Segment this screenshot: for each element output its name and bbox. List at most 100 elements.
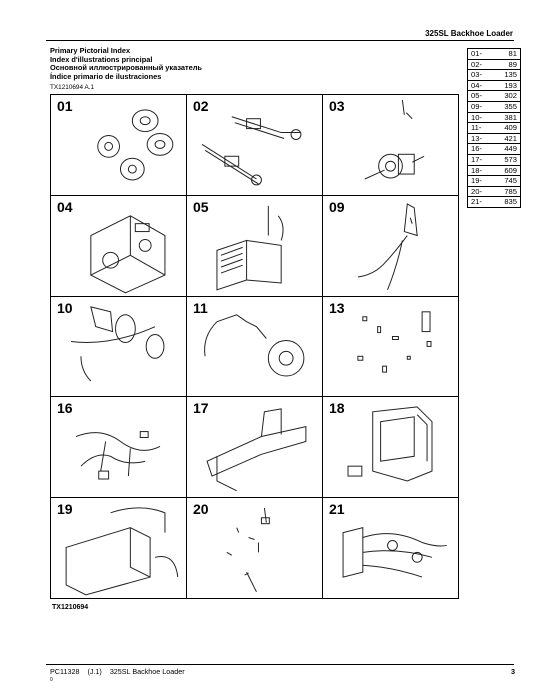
cell-number: 16 bbox=[57, 400, 73, 417]
wheels-illustration bbox=[97, 109, 174, 181]
index-page: 573 bbox=[504, 154, 517, 164]
document-title: 325SL Backhoe Loader bbox=[425, 29, 513, 38]
index-cell-11[interactable]: 11 bbox=[187, 296, 323, 398]
hydraulic-fittings-illustration bbox=[226, 508, 270, 593]
footer-sub: 0 bbox=[50, 677, 53, 683]
cell-number: 01 bbox=[57, 98, 73, 114]
index-row[interactable]: 19- 745 bbox=[468, 175, 520, 186]
index-page: 193 bbox=[504, 80, 517, 90]
index-cell-13[interactable]: 13 bbox=[323, 296, 459, 398]
cooling-illustration bbox=[216, 205, 284, 291]
brakes-illustration bbox=[71, 305, 165, 381]
hood-illustration bbox=[65, 507, 179, 596]
index-row[interactable]: 05-302 bbox=[468, 90, 520, 101]
index-row[interactable]: 17- 573 bbox=[468, 153, 520, 165]
index-row[interactable]: 10- 381 bbox=[468, 111, 520, 123]
header-divider bbox=[46, 40, 514, 41]
reference-code: TX1210694 A.1 bbox=[50, 84, 95, 91]
footer-divider bbox=[46, 664, 514, 665]
index-section: 21- bbox=[471, 197, 482, 207]
index-page: 609 bbox=[504, 165, 517, 175]
index-row[interactable]: 21- 835 bbox=[468, 196, 520, 207]
index-row[interactable]: 16- 449 bbox=[468, 143, 520, 154]
title-spanish: Índice primario de ilustraciones bbox=[50, 71, 162, 81]
index-row[interactable]: 04- 193 bbox=[468, 79, 520, 91]
index-row[interactable]: 09- 355 bbox=[468, 100, 520, 112]
sensors-illustration bbox=[357, 310, 432, 373]
cell-number: 17 bbox=[193, 400, 209, 417]
index-page: 409 bbox=[504, 123, 517, 133]
index-cell-19[interactable]: 19 bbox=[51, 498, 187, 599]
index-page: 449 bbox=[504, 144, 517, 154]
index-cell-21[interactable]: 21 bbox=[323, 498, 459, 599]
index-cell-04[interactable]: 04 bbox=[51, 195, 187, 297]
title-english: Primary Pictorial Index bbox=[50, 46, 131, 55]
cell-number: 11 bbox=[193, 299, 208, 316]
index-cell-20[interactable]: 20 bbox=[187, 498, 323, 599]
electrical-harness-illustration bbox=[75, 431, 161, 480]
transmission-illustration bbox=[364, 99, 425, 180]
index-cell-02[interactable]: 02 bbox=[187, 95, 323, 196]
footer-code: PC11328 bbox=[50, 667, 80, 676]
cell-number: 21 bbox=[329, 501, 345, 518]
index-section: 03- bbox=[471, 70, 482, 80]
index-row[interactable]: 11-409 bbox=[468, 122, 520, 133]
cell-number: 13 bbox=[329, 299, 345, 316]
index-section: 18- bbox=[471, 165, 482, 175]
index-section: 04- bbox=[471, 80, 482, 90]
steering-illustration bbox=[357, 202, 418, 290]
page-number: 3 bbox=[511, 667, 515, 676]
index-section: 16- bbox=[471, 144, 482, 154]
index-row[interactable]: 18- 609 bbox=[468, 164, 520, 176]
index-section: 09- bbox=[471, 101, 482, 111]
index-row[interactable]: 01- 81 bbox=[468, 49, 520, 59]
index-cell-01[interactable]: 01 bbox=[51, 95, 187, 196]
index-section: 13- bbox=[471, 133, 482, 143]
footer-info: PC11328 (J.1) 325SL Backhoe Loader bbox=[50, 667, 191, 676]
index-cell-09[interactable]: 09 bbox=[323, 195, 459, 297]
index-row[interactable]: 03- 135 bbox=[468, 69, 520, 80]
cell-number: 19 bbox=[57, 501, 73, 518]
index-cell-03[interactable]: 03 bbox=[323, 95, 459, 196]
cell-number: 05 bbox=[193, 198, 209, 215]
index-section: 05- bbox=[471, 91, 482, 101]
index-cell-17[interactable]: 17 bbox=[187, 397, 323, 499]
cell-number: 18 bbox=[329, 400, 345, 417]
index-page: 355 bbox=[504, 101, 517, 111]
index-page: 135 bbox=[504, 70, 517, 80]
index-row[interactable]: 13-421 bbox=[468, 132, 520, 144]
footer-revision: (J.1) bbox=[87, 667, 102, 676]
cell-number: 09 bbox=[329, 198, 345, 215]
index-page: 835 bbox=[504, 197, 517, 207]
cell-number: 03 bbox=[329, 98, 345, 114]
index-row[interactable]: 20- 785 bbox=[468, 185, 520, 197]
cell-number: 04 bbox=[57, 198, 73, 215]
pto-illustration bbox=[204, 313, 305, 377]
title-russian: Основной иллюстрированный указатель bbox=[50, 63, 202, 73]
cab-illustration bbox=[347, 406, 433, 482]
title-french: Index d'illustrations principal bbox=[50, 54, 153, 64]
section-page-index: 01-81 02-89 03-135 04-193 05-302 09-355 … bbox=[467, 48, 521, 208]
index-section: 17- bbox=[471, 154, 482, 164]
index-page: 785 bbox=[504, 186, 517, 196]
axles-illustration bbox=[201, 116, 302, 186]
index-section: 01- bbox=[471, 49, 482, 58]
index-page: 381 bbox=[504, 112, 517, 122]
pictorial-index-grid: 01 02 03 04 bbox=[50, 94, 459, 599]
cell-number: 20 bbox=[193, 501, 209, 518]
index-page: 89 bbox=[508, 59, 517, 69]
index-cell-16[interactable]: 16 bbox=[51, 397, 187, 499]
index-section: 20- bbox=[471, 186, 482, 196]
index-row[interactable]: 02-89 bbox=[468, 58, 520, 70]
index-titles: Primary Pictorial Index Index d'illustra… bbox=[50, 46, 202, 81]
index-cell-05[interactable]: 05 bbox=[187, 195, 323, 297]
index-page: 81 bbox=[508, 49, 517, 58]
footer-title: 325SL Backhoe Loader bbox=[109, 667, 185, 676]
index-cell-10[interactable]: 10 bbox=[51, 296, 187, 398]
index-cell-18[interactable]: 18 bbox=[323, 397, 459, 499]
index-section: 19- bbox=[471, 176, 482, 186]
index-page: 745 bbox=[504, 176, 517, 186]
index-section: 10- bbox=[471, 112, 482, 122]
hydraulic-lines-illustration bbox=[342, 527, 447, 578]
frame-illustration bbox=[206, 408, 307, 492]
